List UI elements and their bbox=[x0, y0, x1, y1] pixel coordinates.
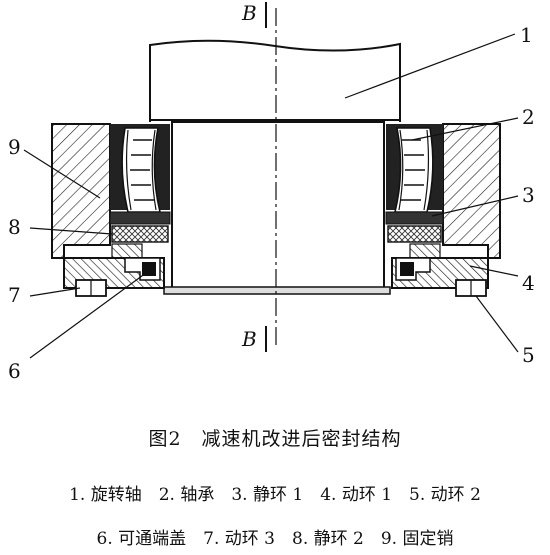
left-seal-rings bbox=[109, 211, 171, 259]
part-label-9: 9 bbox=[8, 135, 21, 159]
legend-line-1: 1. 旋转轴 2. 轴承 3. 静环 1 4. 动环 1 5. 动环 2 bbox=[69, 485, 481, 505]
part-label-7: 7 bbox=[8, 283, 21, 307]
right-end-cover bbox=[391, 257, 489, 297]
part-label-4: 4 bbox=[522, 271, 535, 295]
part-label-5: 5 bbox=[522, 343, 535, 367]
part-label-8: 8 bbox=[8, 215, 21, 239]
part-label-6: 6 bbox=[8, 359, 21, 383]
figure-title: 图2 减速机改进后密封结构 bbox=[148, 428, 402, 450]
right-bearing bbox=[393, 127, 434, 213]
left-bearing bbox=[121, 127, 162, 213]
part-label-3: 3 bbox=[522, 183, 535, 207]
part-label-2: 2 bbox=[522, 105, 535, 129]
legend-line-2: 6. 可通端盖 7. 动环 3 8. 静环 2 9. 固定销 bbox=[96, 529, 454, 549]
rotating-shaft bbox=[149, 39, 401, 295]
section-mark-top: B bbox=[241, 1, 267, 28]
section-label-bottom: B bbox=[241, 327, 257, 351]
section-label-top: B bbox=[241, 1, 257, 25]
part-label-1: 1 bbox=[520, 23, 533, 47]
seal-structure-drawing: B B 1 2 3 4 5 6 7 8 9 bbox=[8, 1, 535, 383]
leader-lines bbox=[23, 33, 519, 359]
section-mark-bottom: B bbox=[241, 326, 267, 352]
right-seal-rings bbox=[385, 211, 444, 259]
left-end-cover bbox=[63, 257, 165, 297]
